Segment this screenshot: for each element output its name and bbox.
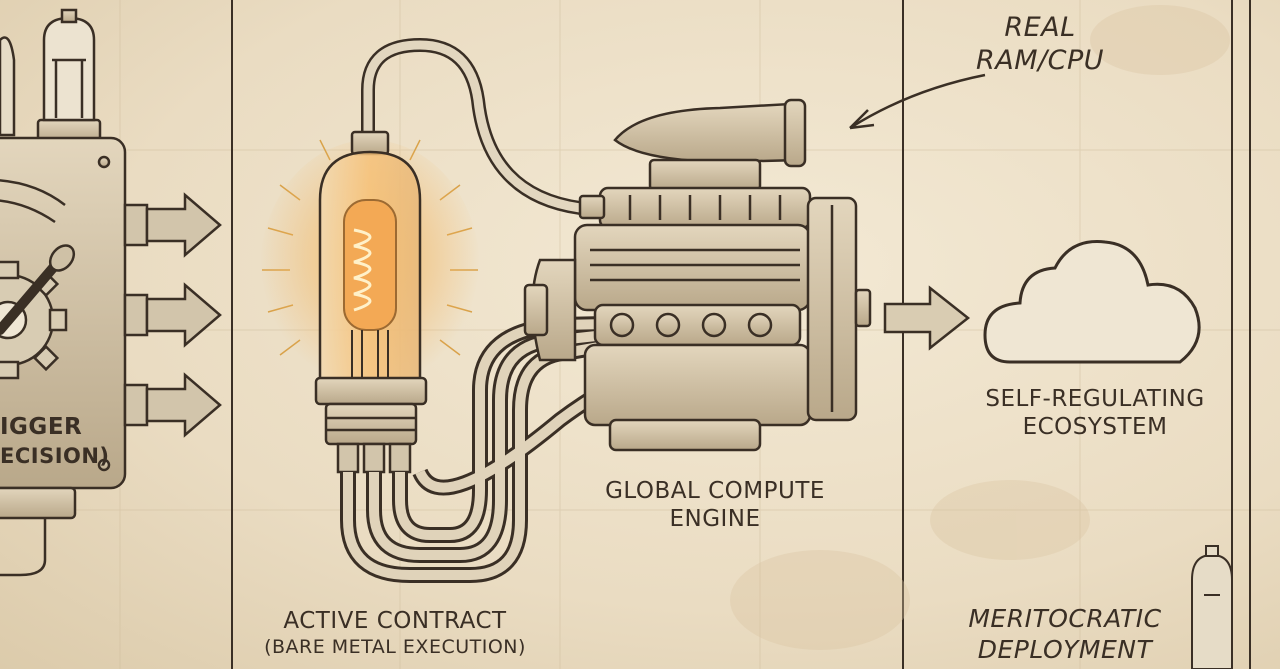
engine-label-line1: GLOBAL COMPUTE [605, 478, 825, 504]
paper-stains [730, 5, 1230, 650]
meritocratic-label: MERITOCRATIC DEPLOYMENT [945, 604, 1185, 664]
panel-dividers [231, 0, 1251, 669]
trigger-machine [0, 8, 222, 577]
bulb [314, 130, 428, 474]
small-tube [1191, 545, 1233, 669]
ecosystem-label-line2: ECOSYSTEM [1022, 414, 1168, 440]
engine [523, 98, 872, 452]
trigger-label: IGGER ECISION) [0, 414, 110, 468]
ram-pointer-arrow [849, 73, 986, 130]
trigger-label-line1: IGGER [0, 414, 83, 440]
bulb-wires [361, 37, 582, 215]
cloud-icon [983, 240, 1201, 364]
ram-cpu-label-line2: RAM/CPU [975, 45, 1105, 76]
ram-cpu-label-line1: REAL [1004, 12, 1076, 43]
active-contract-label-line1: ACTIVE CONTRACT [283, 608, 507, 634]
trigger-label-line2: ECISION) [0, 444, 110, 468]
ecosystem-label: SELF-REGULATING ECOSYSTEM [965, 386, 1225, 440]
engine-label-line2: ENGINE [669, 506, 761, 532]
engine-label: GLOBAL COMPUTE ENGINE [590, 478, 840, 532]
active-contract-label: ACTIVE CONTRACT (BARE METAL EXECUTION) [250, 608, 540, 658]
active-contract-label-line2: (BARE METAL EXECUTION) [264, 636, 526, 658]
meritocratic-label-line1: MERITOCRATIC [968, 604, 1162, 633]
meritocratic-label-line2: DEPLOYMENT [977, 635, 1153, 664]
ecosystem-label-line1: SELF-REGULATING [985, 386, 1205, 412]
engine-output-arrow [883, 285, 971, 351]
ram-cpu-label: REAL RAM/CPU [955, 12, 1125, 76]
